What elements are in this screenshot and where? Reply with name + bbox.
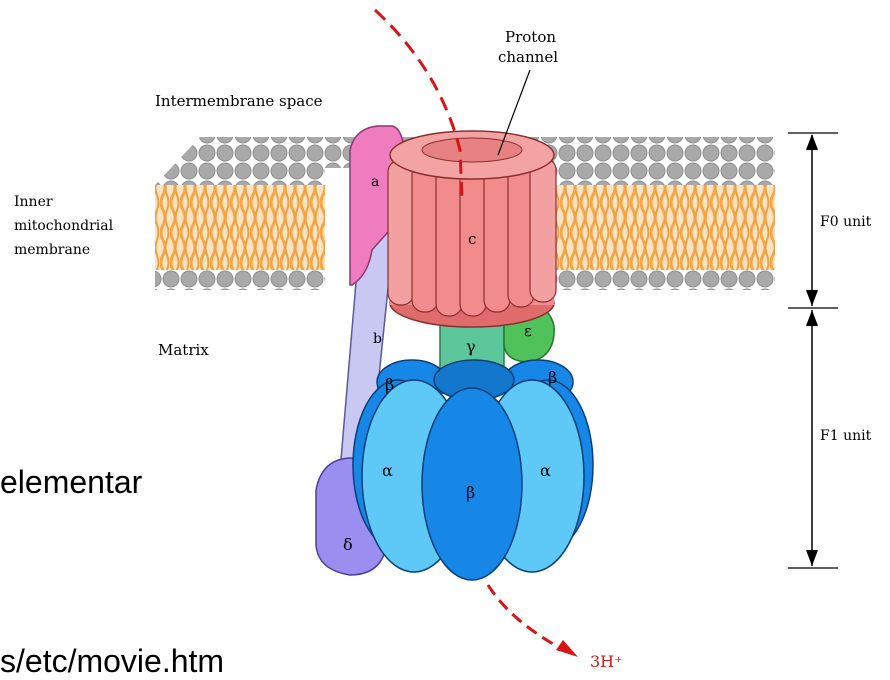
proton-channel-label-line2: channel [498, 48, 558, 66]
slide-text-url-fragment: s/etc/movie.htm [0, 643, 224, 680]
f1-unit-label: F1 unit [820, 428, 872, 444]
inner-membrane-label-line3: membrane [14, 242, 90, 258]
subunit-beta-right-label: β [548, 368, 557, 387]
inner-membrane-label-line1: Inner [14, 194, 53, 210]
subunit-epsilon-label: ε [524, 322, 532, 340]
slide-text-elementar: elementar [0, 464, 142, 501]
subunit-a-label: a [371, 174, 379, 190]
subunit-c-label: c [468, 230, 476, 248]
proton-out-label: 3H⁺ [590, 652, 623, 671]
matrix-label: Matrix [158, 341, 209, 359]
subunit-c-ring [388, 131, 556, 327]
intermembrane-space-label: Intermembrane space [155, 92, 323, 110]
proton-path-bottom [488, 585, 560, 648]
subunit-beta-front-label: β [466, 483, 475, 502]
subunit-gamma-label: γ [466, 337, 476, 356]
f0-unit-label: F0 unit [820, 214, 872, 230]
subunit-b-label: b [373, 331, 382, 347]
subunit-alpha-right-label: α [540, 461, 551, 480]
subunit-alpha-left-label: α [382, 461, 393, 480]
proton-arrowhead [556, 640, 578, 657]
inner-membrane-label-line2: mitochondrial [14, 218, 114, 234]
subunit-beta-left-label: β [385, 375, 394, 394]
subunit-delta-label: δ [343, 535, 353, 554]
proton-channel-label-line1: Proton [505, 28, 556, 46]
